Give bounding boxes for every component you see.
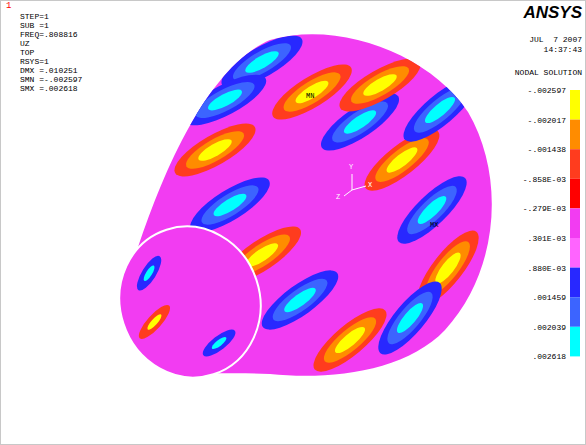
contour-value: .002618	[532, 352, 566, 361]
contour-value: -.001438	[528, 145, 566, 154]
plot-number: 1	[6, 2, 11, 11]
status-line: DMX =.010251	[20, 66, 78, 75]
date-stamp: JUL 7 2007	[529, 35, 582, 44]
contour-value: -.002597	[528, 86, 566, 95]
status-line: RSYS=1	[20, 57, 49, 66]
contour-value: -.279E-03	[523, 204, 566, 213]
brand-logo: ANSYS	[523, 3, 582, 23]
axis-label: Z	[336, 194, 340, 201]
status-line: FREQ=.808816	[20, 30, 78, 39]
axis-label: X	[368, 182, 372, 189]
contour-value: .002039	[532, 323, 566, 332]
contour-value: .880E-03	[528, 264, 566, 273]
status-line: UZ	[20, 39, 30, 48]
time-stamp: 14:37:43	[544, 45, 582, 54]
axis-label: Y	[349, 164, 353, 171]
status-line: TOP	[20, 48, 34, 57]
contour-value: .001459	[532, 293, 566, 302]
status-line: SMN =-.002597	[20, 75, 82, 84]
max-marker: MX	[430, 222, 438, 229]
status-line: STEP=1	[20, 12, 49, 21]
status-line: SUB =1	[20, 21, 49, 30]
contour-value: -.858E-03	[523, 175, 566, 184]
min-marker: MN	[306, 93, 314, 100]
contour-value: .301E-03	[528, 234, 566, 243]
status-line: SMX =.002618	[20, 84, 78, 93]
result-type: NODAL SOLUTION	[515, 68, 582, 77]
contour-value: -.002017	[528, 116, 566, 125]
